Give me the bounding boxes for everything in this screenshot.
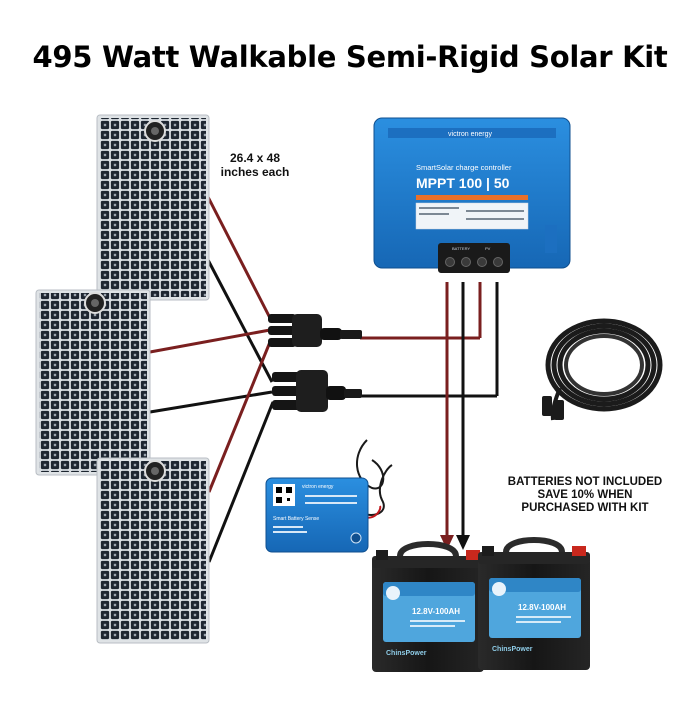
mppt-charge-controller: victron energy SmartSolar charge control… (373, 117, 571, 273)
terminal-label-pv: PV (485, 246, 491, 251)
solar-panel-1 (96, 114, 210, 301)
panel-dimensions-unit: inches each (220, 165, 290, 179)
controller-brand: victron energy (448, 131, 492, 138)
branch-connector-positive (268, 314, 362, 347)
page-title: 495 Watt Walkable Semi-Rigid Solar Kit (32, 40, 668, 74)
battery-spec: 12.8V-100AH (412, 607, 460, 616)
battery-spec: 12.8V-100AH (518, 603, 566, 612)
solar-panel-3 (96, 457, 210, 644)
batteries-note-line-3: PURCHASED WITH KIT (521, 502, 649, 514)
controller-model: MPPT 100 | 50 (416, 175, 510, 191)
sense-name: Smart Battery Sense (273, 516, 319, 522)
batteries-note: BATTERIES NOT INCLUDED SAVE 10% WHEN PUR… (490, 476, 680, 515)
bluetooth-icon (350, 532, 362, 544)
battery-brand: ChinsPower (492, 646, 533, 653)
solar-panel-2 (35, 289, 151, 476)
sense-brand: victron energy (302, 484, 334, 490)
battery-brand: ChinsPower (386, 650, 427, 657)
panel-dimensions-size: 26.4 x 48 (229, 151, 281, 165)
terminal-label-battery: BATTERY (452, 246, 470, 251)
batteries-note-line-2: SAVE 10% WHEN (537, 489, 633, 501)
batteries-note-line-1: BATTERIES NOT INCLUDED (507, 476, 663, 488)
smart-battery-sense: victron energy Smart Battery Sense (265, 477, 369, 553)
controller-series: SmartSolar charge controller (416, 163, 512, 172)
branch-connector-negative (272, 370, 362, 412)
arrow-down-icon (440, 535, 470, 550)
battery-1: 12.8V-100AH ChinsPower (372, 541, 484, 672)
panel-dimensions-label: 26.4 x 48 inches each (205, 151, 305, 179)
cable-coil-icon (542, 318, 663, 421)
battery-2: 12.8V-100AH ChinsPower (478, 537, 590, 670)
panel-wires (149, 194, 499, 563)
